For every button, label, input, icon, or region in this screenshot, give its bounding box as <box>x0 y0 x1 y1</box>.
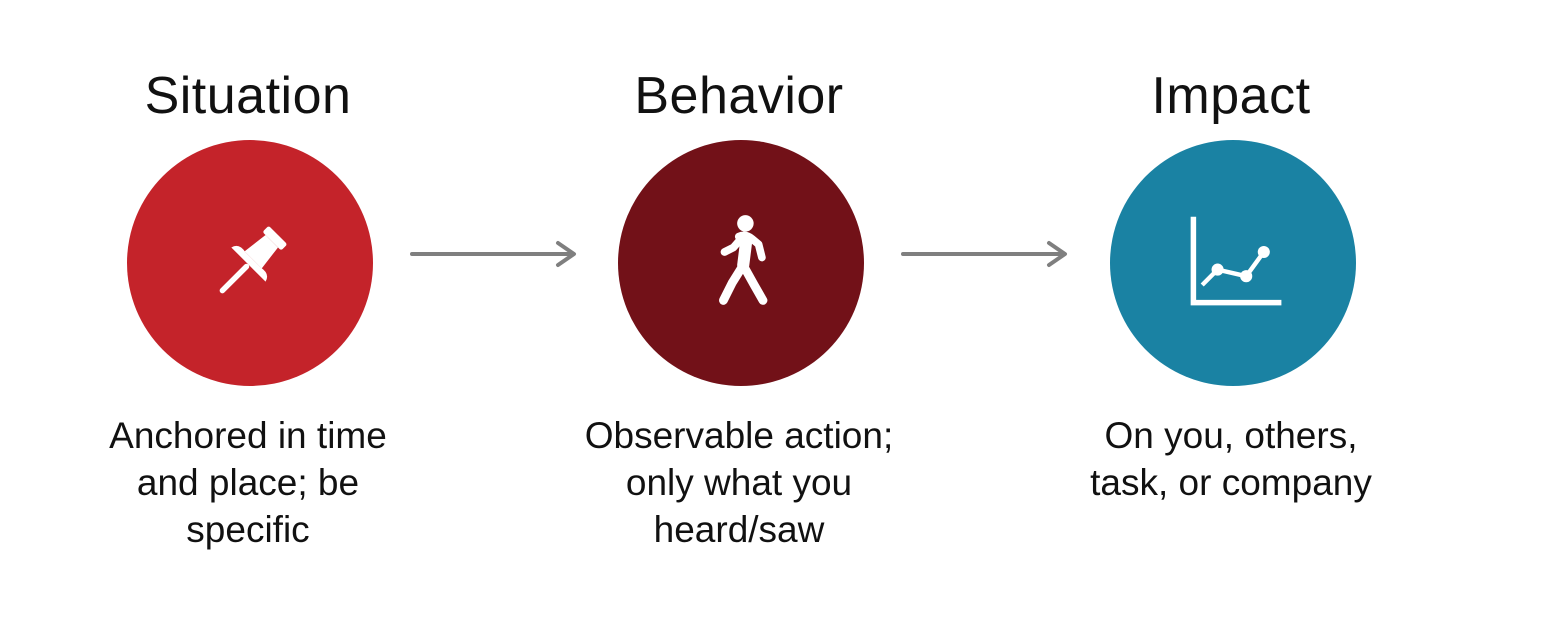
step-description-situation: Anchored in time and place; be specific <box>109 415 387 550</box>
step-title-behavior: Behavior <box>634 67 844 125</box>
arrow-right-icon <box>410 241 576 267</box>
arrow-right-icon <box>901 241 1067 267</box>
impact-circle <box>1110 140 1356 386</box>
step-description-impact: On you, others, task, or company <box>1090 415 1372 503</box>
pushpin-icon <box>219 226 287 294</box>
behavior-circle <box>618 140 864 386</box>
step-impact: Impact On you, others, task, or company <box>1041 0 1421 619</box>
walking-person-icon <box>719 215 768 305</box>
step-situation: Situation Anchored in time and place; be… <box>58 0 438 619</box>
step-behavior: Behavior Observable action; only what yo… <box>549 0 929 619</box>
situation-circle <box>127 140 373 386</box>
step-description-behavior: Observable action; only what you heard/s… <box>584 415 894 550</box>
step-title-impact: Impact <box>1151 67 1311 125</box>
line-chart-icon <box>1190 216 1282 306</box>
step-title-situation: Situation <box>144 67 352 125</box>
